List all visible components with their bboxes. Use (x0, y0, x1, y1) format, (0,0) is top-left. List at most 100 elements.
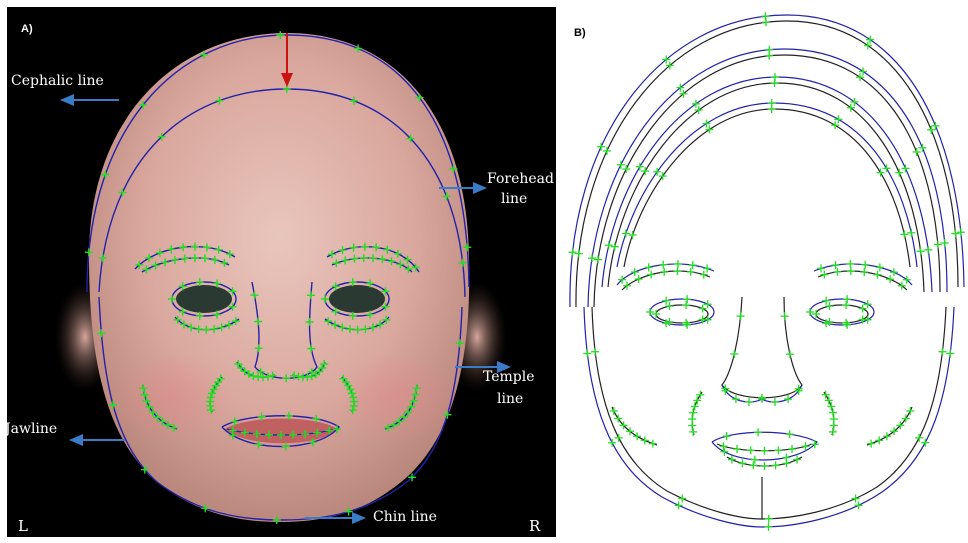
landmark-cross (772, 461, 780, 469)
landmark-cross (951, 230, 959, 238)
landmark-cross (902, 164, 910, 172)
landmark-cross (915, 434, 923, 442)
landmark-cross (689, 261, 697, 269)
landmark-cross (875, 436, 883, 444)
panel-a-letter: A) (21, 23, 33, 35)
landmark-cross (688, 421, 696, 429)
landmark-cross (784, 395, 792, 403)
left-eye (176, 285, 232, 313)
landmark-cross (765, 52, 773, 60)
landmark-cross (629, 231, 637, 239)
landmark-cross (783, 459, 791, 467)
landmark-cross (886, 275, 894, 283)
landmark-cross (569, 248, 577, 256)
landmark-cross (830, 421, 838, 429)
landmark-cross (918, 144, 926, 152)
right-eye-b (810, 299, 874, 325)
forehead-line-label-1: Forehead (487, 171, 554, 188)
landmark-cross (829, 428, 837, 436)
landmark-cross (610, 407, 618, 415)
landmark-cross (617, 161, 625, 169)
landmark-cross (941, 239, 949, 247)
landmark-cross (641, 167, 649, 175)
chin-line-label: Chin line (373, 509, 437, 526)
left-eye-b (650, 299, 714, 325)
landmark-cross (771, 79, 779, 87)
landmark-cross (758, 395, 766, 403)
landmark-cross (689, 428, 697, 436)
landmark-cross (924, 246, 932, 254)
jaw-contour-b-alt (592, 307, 946, 519)
landmark-cross (591, 348, 599, 356)
landmark-cross (847, 267, 855, 275)
landmark-cross (749, 461, 757, 469)
landmark-cross (852, 494, 860, 502)
landmark-cross (611, 243, 619, 251)
landmark-cross (747, 446, 755, 454)
landmark-cross (882, 164, 890, 172)
landmark-cross (683, 295, 691, 303)
landmark-cross (678, 494, 686, 502)
landmark-cross (674, 260, 682, 268)
landmark-cross (877, 169, 885, 177)
landmark-cross (771, 398, 779, 406)
landmark-cross (659, 261, 667, 269)
landmark-cross (932, 122, 940, 130)
landmark-cross (768, 105, 776, 113)
landmark-cross (855, 501, 863, 509)
forehead-line-label-2: line (501, 191, 527, 208)
landmark-cross (641, 436, 649, 444)
landmark-cross (831, 261, 839, 269)
landmark-cross (846, 260, 854, 268)
landmark-cross (762, 18, 770, 26)
left-brow-b (617, 264, 714, 285)
left-side-label: L (18, 517, 28, 535)
landmark-cross (774, 446, 782, 454)
landmark-cross (615, 434, 623, 442)
landmark-cross (652, 310, 660, 318)
landmark-cross (646, 308, 654, 316)
landmark-cross (829, 409, 837, 417)
landmark-cross (699, 305, 707, 313)
landmark-cross (934, 240, 942, 248)
landmark-cross (812, 310, 820, 318)
landmark-cross (675, 501, 683, 509)
landmark-cross (575, 250, 583, 258)
landmark-cross (633, 432, 641, 440)
landmark-cross (594, 256, 602, 264)
panel-b-canvas (562, 7, 966, 537)
landmark-cross (603, 147, 611, 155)
landmark-cross (806, 308, 814, 316)
landmark-cross (673, 267, 681, 275)
landmark-cross (833, 268, 841, 276)
landmark-cross (732, 395, 740, 403)
left-eye-b-inner (656, 305, 708, 323)
landmark-cross (867, 440, 875, 448)
face-skin (89, 33, 469, 522)
landmark-cross (723, 432, 731, 440)
landmark-cross (764, 523, 772, 531)
landmark-cross (859, 305, 867, 313)
landmark-cross (900, 230, 908, 238)
cephalic-line-label: Cephalic line (11, 73, 104, 90)
landmark-cross (788, 445, 796, 453)
landmark-cross (927, 126, 935, 134)
jaw-contour-b (584, 307, 954, 527)
landmark-cross (720, 448, 728, 456)
nose-b (722, 297, 802, 398)
forehead-contour-b-alt (624, 109, 910, 267)
landmark-cross (843, 295, 851, 303)
landmark-cross (938, 348, 946, 356)
landmark-cross (588, 254, 596, 262)
landmark-cross (786, 350, 794, 358)
right-eye-b-inner (816, 305, 868, 323)
landmark-cross (682, 301, 690, 309)
landmark-cross (745, 398, 753, 406)
landmark-cross (861, 261, 869, 269)
landmark-cross (636, 163, 644, 171)
panel-b-drawing: B) (562, 7, 966, 537)
right-side-label: R (529, 517, 540, 535)
landmark-cross (738, 459, 746, 467)
landmark-cross (957, 228, 965, 236)
landmark-cross (682, 319, 690, 327)
